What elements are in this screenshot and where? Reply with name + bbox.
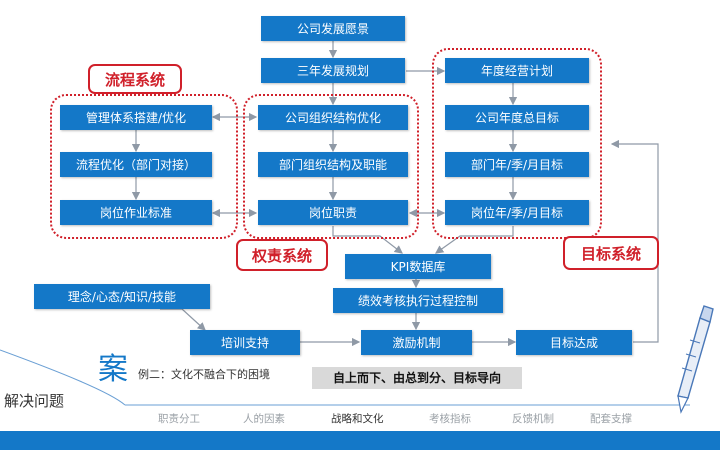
process-system-group — [50, 94, 238, 239]
slogan-box: 自上而下、由总到分、目标导向 — [312, 367, 522, 389]
pen-icon — [677, 305, 714, 414]
three-year-plan-box: 三年发展规划 — [261, 58, 405, 83]
case-caption: 例二：文化不融合下的困境 — [138, 368, 270, 381]
annual-goal-box: 公司年度总目标 — [445, 105, 589, 130]
goal-system-label: 目标系统 — [563, 236, 659, 270]
case-character: 案 — [98, 352, 128, 387]
system-build-box: 管理体系搭建/优化 — [60, 105, 212, 130]
vision-box: 公司发展愿景 — [261, 16, 405, 41]
incentive-box: 激励机制 — [361, 330, 472, 355]
process-system-label: 流程系统 — [88, 64, 182, 94]
solve-problem-label: 解决问题 — [4, 392, 65, 410]
authority-system-label: 权责系统 — [236, 239, 328, 271]
goal-system-group — [432, 48, 602, 239]
dept-goal-box: 部门年/季/月目标 — [445, 152, 589, 177]
process-optimize-box: 流程优化（部门对接） — [60, 152, 212, 177]
mindset-skills-box: 理念/心态/知识/技能 — [34, 284, 210, 309]
goal-achieved-box: 目标达成 — [516, 330, 632, 355]
tab-support[interactable]: 配套支撑 — [590, 413, 632, 425]
tab-human-factor[interactable]: 人的因素 — [243, 413, 285, 425]
job-standard-box: 岗位作业标准 — [60, 200, 212, 225]
training-box: 培训支持 — [190, 330, 300, 355]
org-optimize-box: 公司组织结构优化 — [258, 105, 408, 130]
tab-responsibility[interactable]: 职责分工 — [158, 413, 200, 425]
tab-assessment[interactable]: 考核指标 — [429, 413, 471, 425]
dept-function-box: 部门组织结构及职能 — [258, 152, 408, 177]
job-goal-box: 岗位年/季/月目标 — [445, 200, 589, 225]
kpi-database-box: KPI数据库 — [345, 254, 491, 279]
job-duty-box: 岗位职责 — [258, 200, 408, 225]
footer-bar — [0, 431, 720, 450]
annual-plan-box: 年度经营计划 — [445, 58, 589, 83]
performance-control-box: 绩效考核执行过程控制 — [333, 288, 503, 313]
tab-feedback[interactable]: 反馈机制 — [512, 413, 554, 425]
authority-system-group — [243, 94, 419, 239]
tab-strategy-culture[interactable]: 战略和文化 — [331, 413, 384, 425]
